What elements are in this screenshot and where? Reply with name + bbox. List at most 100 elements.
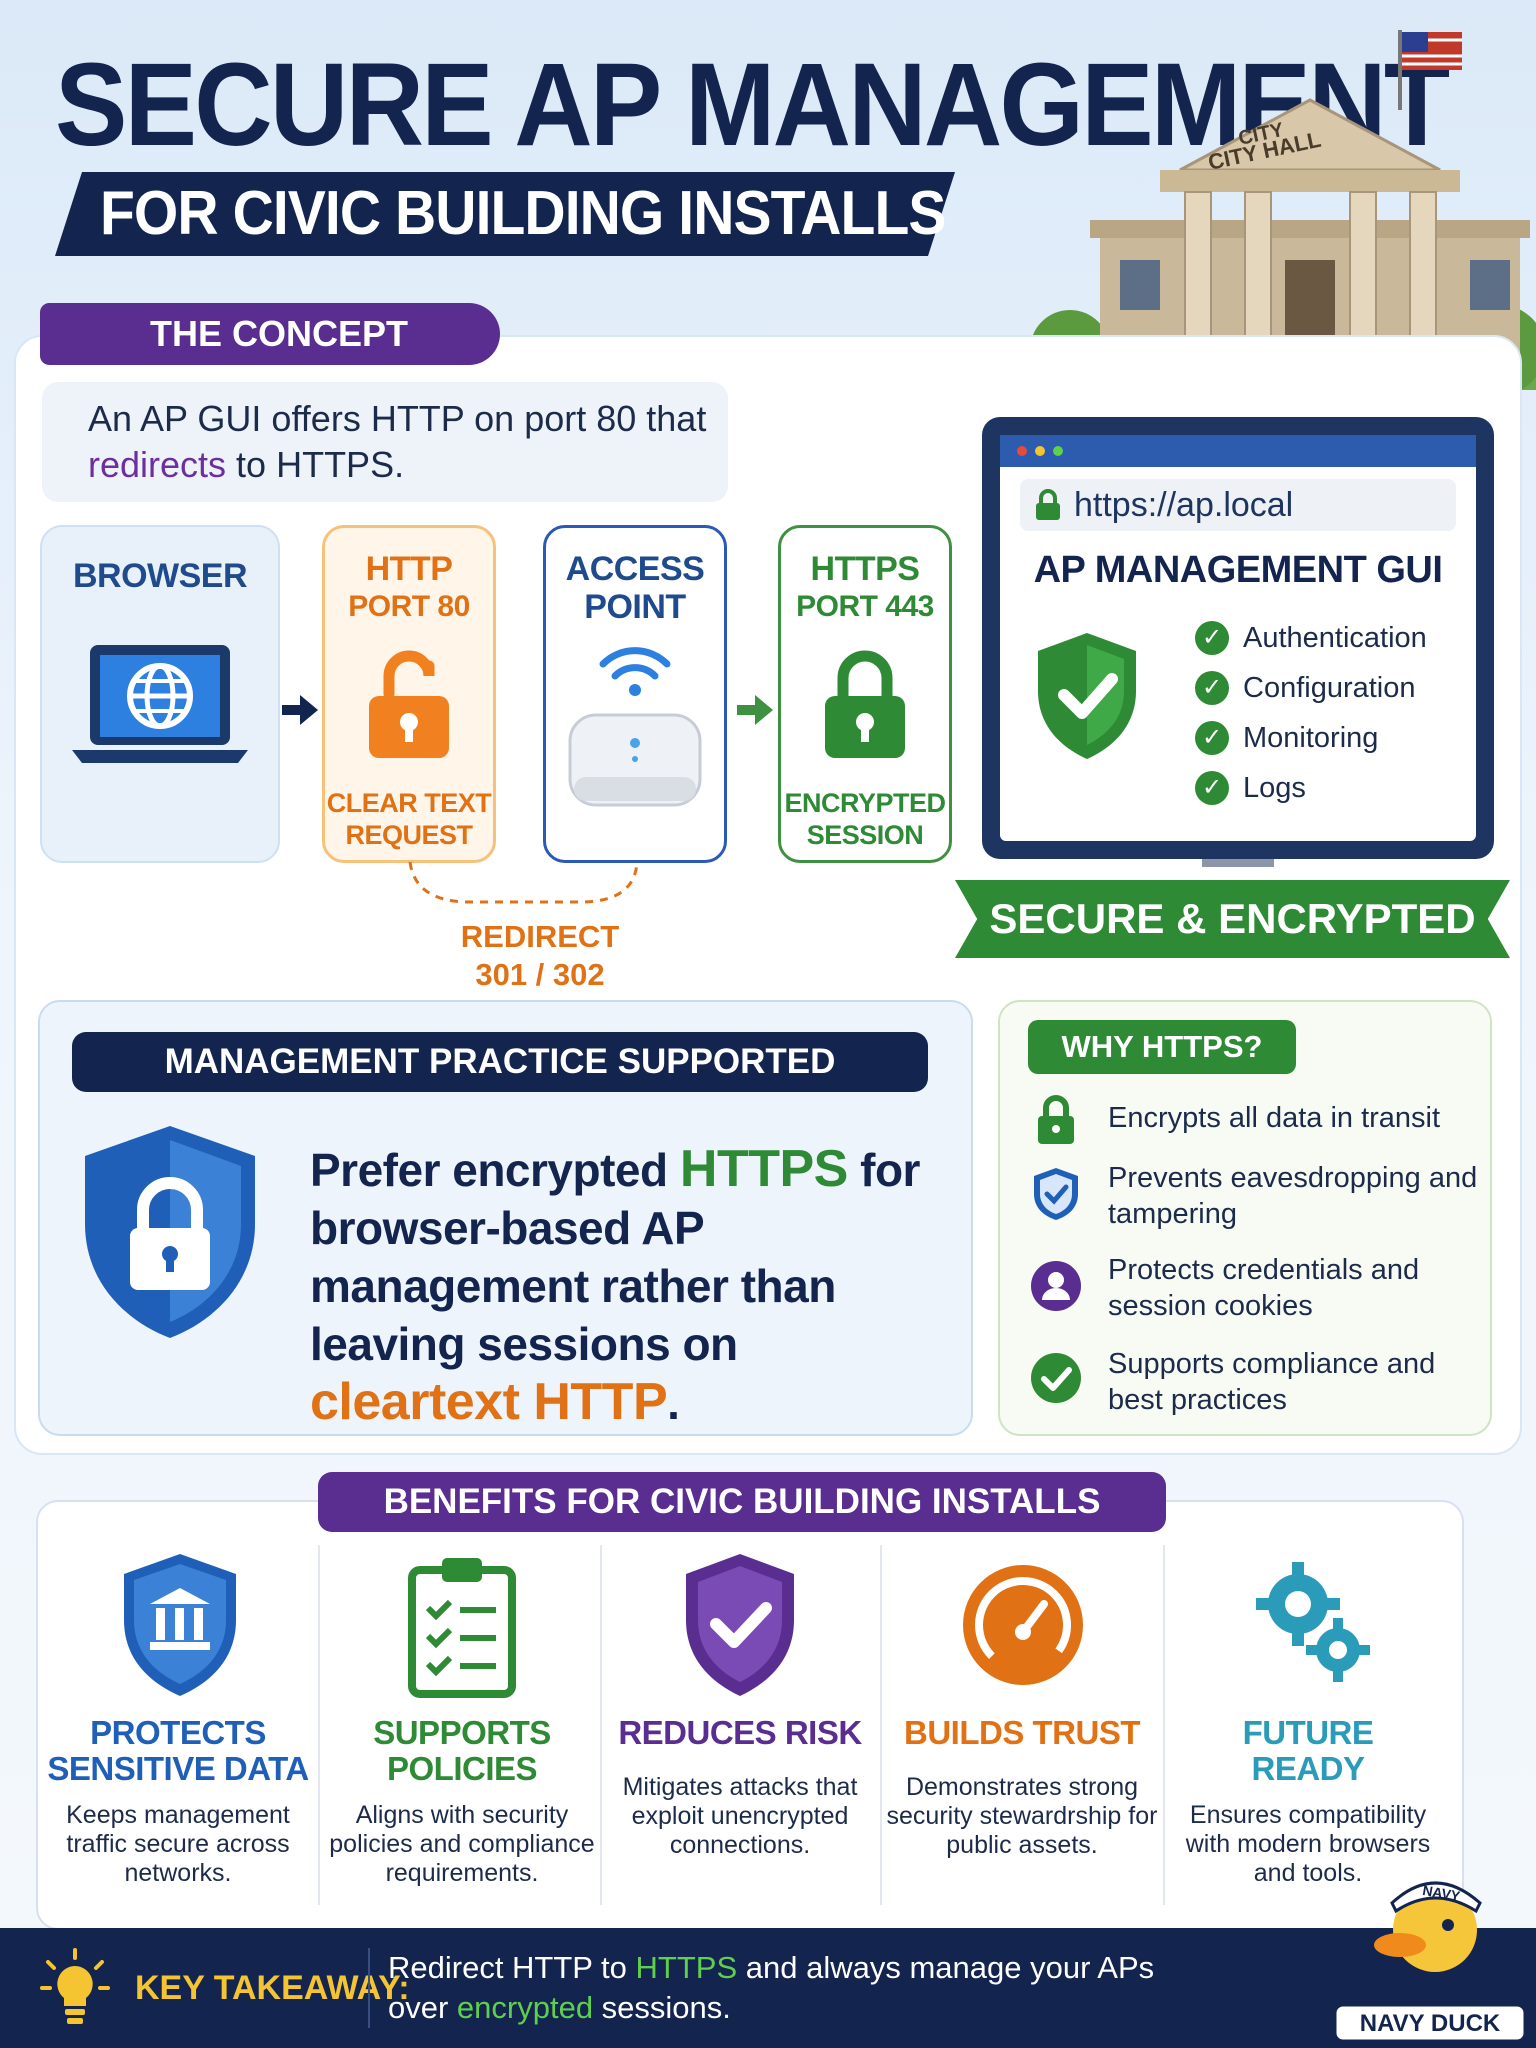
wifi-icon [599, 647, 671, 696]
shield-lock-icon [85, 1126, 255, 1338]
user-icon [1031, 1261, 1081, 1311]
laptop-globe-icon [72, 645, 248, 763]
feature-monitoring: Monitoring [1243, 721, 1379, 754]
mascot-hat-text: NAVY [1421, 1882, 1462, 1904]
building-shield-icon [124, 1554, 236, 1696]
benefit-title-2: POLICIES [386, 1750, 538, 1787]
benefit-builds-trust: BUILDS TRUST Demonstrates strong securit… [882, 1540, 1162, 1920]
arrow-right-icon [282, 695, 318, 725]
url-bar[interactable]: https://ap.local [1020, 479, 1456, 531]
why-item-3: Protects credentials and session cookies [1108, 1254, 1420, 1322]
practice-text-2: for browser-based AP management rather t… [310, 1144, 920, 1370]
feature-authentication: Authentication [1243, 621, 1427, 654]
feature-item: ✓ Monitoring [1195, 713, 1427, 763]
https-port: PORT 443 [796, 590, 934, 623]
divider [600, 1545, 602, 1905]
benefit-title: PROTECTS [90, 1714, 266, 1751]
check-circle-icon: ✓ [1195, 771, 1229, 805]
page-subtitle: FOR CIVIC BUILDING INSTALLS [100, 179, 946, 248]
shield-check-icon [686, 1554, 794, 1696]
concept-tab: THE CONCEPT [40, 303, 500, 365]
check-circle-icon: ✓ [1195, 721, 1229, 755]
feature-item: ✓ Logs [1195, 763, 1427, 813]
key-takeaway-line-2: over encrypted sessions. [388, 1988, 1268, 2028]
monitor-screen: https://ap.local AP MANAGEMENT GUI ✓ Aut… [982, 417, 1494, 867]
benefit-title: REDUCES RISK [618, 1714, 862, 1751]
https-card: HTTPS PORT 443 ENCRYPTED SESSION [778, 525, 952, 863]
arrow-right-icon [737, 695, 773, 725]
check-circle-icon [1031, 1353, 1081, 1403]
practice-https-highlight: HTTPS [679, 1140, 848, 1198]
divider [318, 1545, 320, 1905]
benefit-future-ready: FUTURE READY Ensures compatibility with … [1168, 1540, 1448, 1920]
benefit-protects-data: PROTECTS SENSITIVE DATA Keeps management… [38, 1540, 318, 1920]
browser-card: BROWSER [40, 525, 280, 863]
key-text-part: sessions. [593, 1990, 731, 2025]
key-takeaway-footer [0, 1928, 1536, 2048]
http-foot-2: REQUEST [345, 820, 473, 850]
clipboard-icon [408, 1558, 516, 1698]
concept-text-before: An AP GUI offers HTTP on port 80 that [88, 398, 707, 439]
practice-text-1: Prefer encrypted [310, 1144, 680, 1196]
key-text-encrypted: encrypted [456, 1990, 594, 2025]
key-takeaway-label: KEY TAKEAWAY: [135, 1969, 410, 2007]
redirect-label-2: 301 / 302 [475, 957, 605, 992]
divider [368, 1948, 370, 2028]
key-text-part: and always manage your APs [737, 1950, 1155, 1985]
benefit-desc: Mitigates attacks that exploit unencrypt… [622, 1773, 858, 1859]
benefit-desc: Aligns with security policies and compli… [329, 1801, 595, 1887]
divider [1163, 1545, 1165, 1905]
gauge-icon [963, 1565, 1083, 1685]
lock-icon [1036, 489, 1060, 520]
http-port: PORT 80 [348, 590, 470, 623]
ap-title-2: POINT [584, 588, 686, 626]
benefit-title-2: SENSITIVE DATA [47, 1750, 309, 1787]
key-text-https: HTTPS [635, 1950, 738, 1985]
shield-check-icon [1038, 633, 1136, 759]
url-text: https://ap.local [1074, 486, 1294, 524]
concept-text-after: to HTTPS. [226, 444, 405, 485]
why-item-2: Prevents eavesdropping and tampering [1108, 1162, 1478, 1230]
check-circle-icon: ✓ [1195, 621, 1229, 655]
practice-tab: MANAGEMENT PRACTICE SUPPORTED [72, 1032, 928, 1092]
https-foot-2: SESSION [806, 820, 924, 850]
monitor-heading: AP MANAGEMENT GUI [1033, 549, 1443, 591]
concept-description: An AP GUI offers HTTP on port 80 that re… [42, 382, 728, 502]
practice-http-highlight: cleartext HTTP [310, 1373, 668, 1431]
redirect-dashed-line [408, 861, 639, 904]
divider [880, 1545, 882, 1905]
feature-item: ✓ Configuration [1195, 663, 1427, 713]
https-foot-1: ENCRYPTED [784, 788, 946, 818]
https-title: HTTPS [810, 550, 920, 588]
redirect-label-1: REDIRECT [460, 919, 620, 954]
gears-icon [1256, 1562, 1370, 1682]
practice-statement: Prefer encrypted HTTPS for browser-based… [310, 1140, 950, 1432]
benefits-tab: BENEFITS FOR CIVIC BUILDING INSTALLS [318, 1472, 1166, 1532]
key-text-part: Redirect HTTP to [388, 1950, 636, 1985]
why-item-1: Encrypts all data in transit [1108, 1102, 1441, 1134]
ap-title-1: ACCESS [565, 550, 705, 588]
key-takeaway-line-1: Redirect HTTP to HTTPS and always manage… [388, 1948, 1268, 1988]
http-card: HTTP PORT 80 CLEAR TEXT REQUEST [322, 525, 496, 863]
concept-highlight: redirects [88, 444, 227, 485]
subtitle-banner [55, 172, 955, 256]
benefit-title: SUPPORTS [373, 1714, 551, 1751]
http-title: HTTP [365, 550, 453, 588]
benefit-title: BUILDS TRUST [904, 1714, 1141, 1751]
feature-logs: Logs [1243, 771, 1306, 804]
access-point-card: ACCESS POINT [543, 525, 727, 863]
benefit-title: FUTURE [1242, 1714, 1374, 1751]
shield-check-icon [1034, 1168, 1078, 1220]
feature-item: ✓ Authentication [1195, 613, 1427, 663]
benefit-title-2: READY [1251, 1750, 1365, 1787]
http-foot-1: CLEAR TEXT [326, 788, 492, 818]
redirect-label: REDIRECT 301 / 302 [440, 918, 640, 994]
practice-text-3: . [667, 1377, 680, 1429]
why-https-tab: WHY HTTPS? [1028, 1020, 1296, 1074]
benefit-desc: Keeps management traffic secure across n… [66, 1801, 290, 1887]
benefit-desc: Ensures compatibility with modern browse… [1185, 1801, 1431, 1887]
check-circle-icon: ✓ [1195, 671, 1229, 705]
navy-duck-mascot: NAVY NAVY DUCK [1333, 1881, 1527, 2043]
why-item-4: Supports compliance and best practices [1108, 1348, 1436, 1416]
lightbulb-icon [40, 1948, 110, 2024]
